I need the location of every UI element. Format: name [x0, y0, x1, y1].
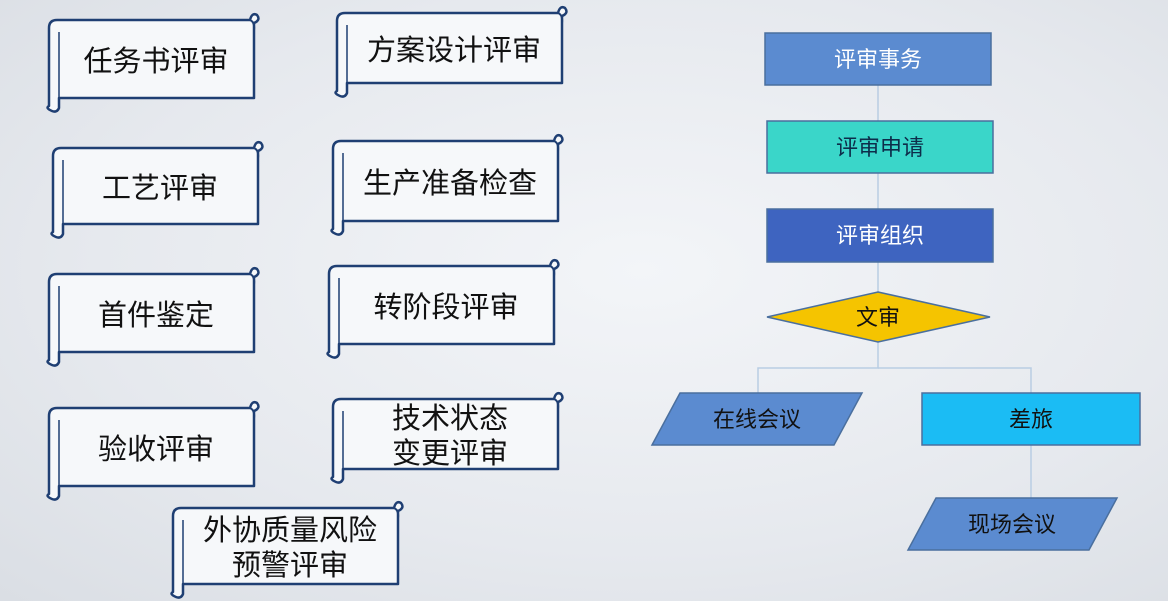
scroll-shoujian: 首件鉴定	[42, 266, 260, 367]
scroll-label: 首件鉴定	[97, 297, 214, 332]
scroll-zhuanjieduan: 转阶段评审	[322, 258, 560, 359]
scroll-renwushu: 任务书评审	[42, 12, 260, 113]
scroll-label: 方案设计评审	[366, 32, 541, 67]
scroll-label: 工艺评审	[101, 170, 218, 205]
scroll-shape	[50, 140, 264, 239]
scroll-label: 验收评审	[97, 431, 214, 466]
node-zaixian: 在线会议	[650, 392, 864, 446]
connector-wenshen-branches	[757, 342, 879, 393]
scroll-shape	[326, 258, 560, 359]
scroll-shengchan: 生产准备检查	[326, 133, 564, 236]
scroll-label: 任务书评审	[83, 43, 229, 78]
svg-text:现场会议: 现场会议	[968, 513, 1056, 538]
scroll-fangan: 方案设计评审	[330, 5, 568, 98]
node-shiwu: 评审事务	[764, 32, 992, 86]
scroll-label: 技术状态 变更评审	[391, 401, 508, 470]
svg-text:评审组织: 评审组织	[836, 224, 924, 249]
node-zuzhi: 评审组织	[766, 208, 994, 263]
scroll-label: 转阶段评审	[373, 289, 519, 324]
node-wenshen: 文审	[766, 291, 991, 343]
scroll-shape	[330, 391, 564, 484]
scroll-shape	[334, 5, 568, 98]
svg-text:差旅: 差旅	[1009, 408, 1053, 433]
connector-wenshen-chailv	[878, 367, 1032, 393]
scroll-label: 外协质量风险 预警评审	[202, 513, 377, 582]
scroll-yanshou: 验收评审	[42, 400, 260, 501]
svg-text:评审事务: 评审事务	[834, 48, 922, 73]
scroll-shape	[330, 133, 564, 236]
node-xianchang: 现场会议	[906, 497, 1119, 551]
scroll-shape	[46, 266, 260, 367]
scroll-label: 生产准备检查	[362, 165, 537, 200]
scroll-gongyi: 工艺评审	[46, 140, 264, 239]
scroll-jishu: 技术状态 变更评审	[326, 391, 564, 484]
svg-text:在线会议: 在线会议	[713, 408, 801, 433]
svg-text:文审: 文审	[856, 306, 900, 331]
scroll-waixie: 外协质量风险 预警评审	[166, 500, 404, 599]
scroll-shape	[46, 400, 260, 501]
scroll-shape	[170, 500, 404, 599]
connectors	[757, 85, 1032, 498]
node-shenqing: 评审申请	[766, 120, 994, 174]
node-chailv: 差旅	[921, 392, 1141, 446]
svg-text:评审申请: 评审申请	[836, 136, 924, 161]
scroll-shape	[46, 12, 260, 113]
